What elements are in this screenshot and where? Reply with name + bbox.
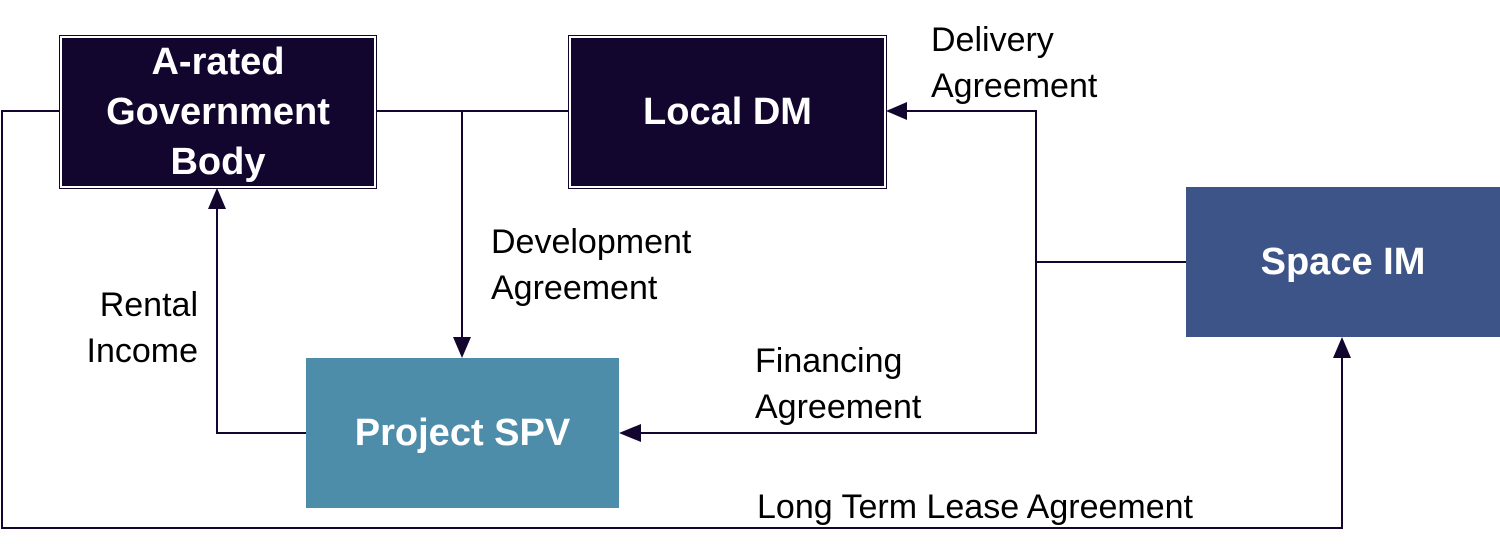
node-local-dm-label: Local DM	[643, 91, 812, 133]
node-government-body: A-rated Government Body	[59, 35, 377, 189]
node-government-line3: Body	[170, 141, 266, 183]
connector-financing-agreement	[640, 262, 1037, 434]
edge-label-development-agreement: Development Agreement	[491, 219, 691, 311]
node-project-spv: Project SPV	[306, 358, 619, 508]
edge-label-financing-agreement: Financing Agreement	[755, 338, 921, 430]
arrowhead-to-project-spv-financing	[619, 424, 641, 442]
edge-financing-line1: Financing	[755, 342, 903, 380]
node-government-line2: Government	[106, 91, 330, 133]
edge-development-line1: Development	[491, 223, 692, 261]
node-space-im-label: Space IM	[1260, 241, 1426, 283]
node-project-spv-label: Project SPV	[354, 412, 571, 454]
edge-label-delivery-agreement: Delivery Agreement	[931, 17, 1097, 109]
arrowhead-to-local-dm	[886, 102, 907, 120]
connector-long-term-lease	[1, 110, 1343, 529]
node-space-im: Space IM	[1186, 187, 1500, 337]
edge-rental-line2: Income	[86, 332, 199, 370]
node-local-dm: Local DM	[568, 35, 887, 189]
arrowhead-to-space-im	[1333, 337, 1351, 358]
edge-delivery-line2: Agreement	[931, 67, 1098, 105]
connector-delivery-agreement	[904, 110, 1186, 263]
edge-development-line2: Agreement	[491, 269, 658, 307]
arrowhead-to-government	[208, 188, 226, 209]
edge-financing-line2: Agreement	[755, 388, 922, 426]
edge-lease-text: Long Term Lease Agreement	[757, 488, 1193, 526]
node-government-line1: A-rated	[151, 41, 285, 83]
edge-delivery-line1: Delivery	[931, 21, 1054, 59]
connector-rental-income	[216, 206, 306, 434]
edge-label-long-term-lease: Long Term Lease Agreement	[757, 484, 1193, 530]
edge-rental-line1: Rental	[99, 286, 198, 324]
arrowhead-to-project-spv	[453, 337, 471, 358]
edge-label-rental-income: Rental Income	[72, 282, 199, 374]
